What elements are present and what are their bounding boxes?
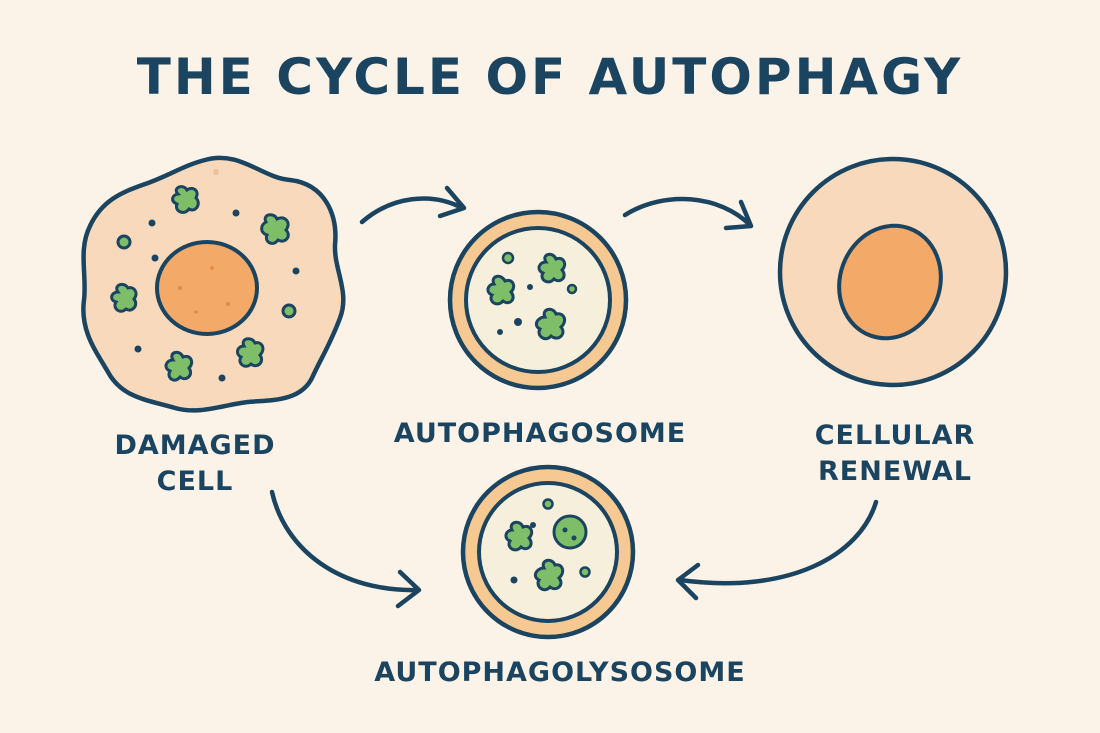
nucleus-speckle	[210, 266, 214, 270]
debris-dot	[232, 209, 240, 217]
cargo-vesicle	[501, 251, 515, 265]
autophagolysosome-inner-membrane	[477, 481, 619, 623]
cargo-dot	[510, 576, 518, 584]
nucleus-speckle	[194, 310, 198, 314]
organelle-vesicle	[116, 234, 132, 250]
lysosome-granule-dot	[562, 527, 568, 533]
lysosome-granule-dot	[571, 535, 577, 541]
debris-dot	[292, 267, 300, 275]
debris-dot	[151, 254, 159, 262]
cargo-blob	[534, 307, 567, 341]
organelle-blob	[260, 213, 290, 245]
cargo-blob	[537, 252, 567, 284]
arrow-autophagosome-to-renewal	[622, 196, 753, 228]
cargo-vesicle	[579, 566, 591, 578]
arrowhead	[437, 185, 467, 219]
debris-dot	[134, 345, 142, 353]
cargo-blob	[533, 558, 565, 592]
debris-dot	[148, 219, 156, 227]
nucleus-speckle	[178, 286, 182, 290]
cargo-dot	[527, 284, 533, 290]
organelle-blob	[110, 282, 138, 313]
arrowhead	[395, 569, 422, 609]
arrow-damaged-to-autophagosome	[359, 196, 465, 225]
autophagolysosome	[460, 464, 636, 640]
cycle-arrows	[269, 185, 879, 609]
organelle-blob	[235, 337, 265, 368]
organelle-vesicle	[281, 303, 297, 319]
arrowhead	[675, 562, 701, 601]
renewed-cell	[777, 156, 1009, 388]
organelle-blob	[171, 185, 200, 214]
label-damaged-cell: DAMAGED CELL	[114, 430, 276, 497]
cargo-vesicle	[566, 283, 578, 295]
lysosome-granule	[552, 514, 588, 550]
label-cellular-renewal: CELLULAR RENEWAL	[814, 420, 976, 487]
autophagosome-inner-membrane	[464, 226, 612, 374]
nucleus-speckle	[213, 169, 219, 175]
cargo-dot	[497, 329, 503, 335]
debris-dot	[218, 374, 226, 382]
label-autophagosome: AUTOPHAGOSOME	[393, 418, 687, 449]
diagram-title: THE CYCLE OF AUTOPHAGY	[136, 48, 964, 106]
damaged-cell	[81, 155, 346, 413]
arrow-damaged-to-autophagolysosome	[269, 489, 421, 593]
cargo-dot	[514, 318, 522, 326]
autophagosome	[447, 209, 629, 391]
organelle-blob	[164, 350, 194, 382]
arrowhead	[723, 199, 754, 231]
cargo-blob	[504, 520, 534, 552]
arrow-renewal-to-autophagolysosome	[677, 499, 879, 586]
renewed-cell-nucleus	[837, 223, 943, 341]
nucleus-speckle	[226, 302, 230, 306]
label-autophagolysosome: AUTOPHAGOLYSOSOME	[374, 657, 746, 688]
cargo-blob	[486, 274, 516, 306]
damaged-cell-nucleus	[155, 240, 259, 336]
cargo-vesicle	[542, 498, 554, 510]
cargo-dot	[530, 522, 536, 528]
